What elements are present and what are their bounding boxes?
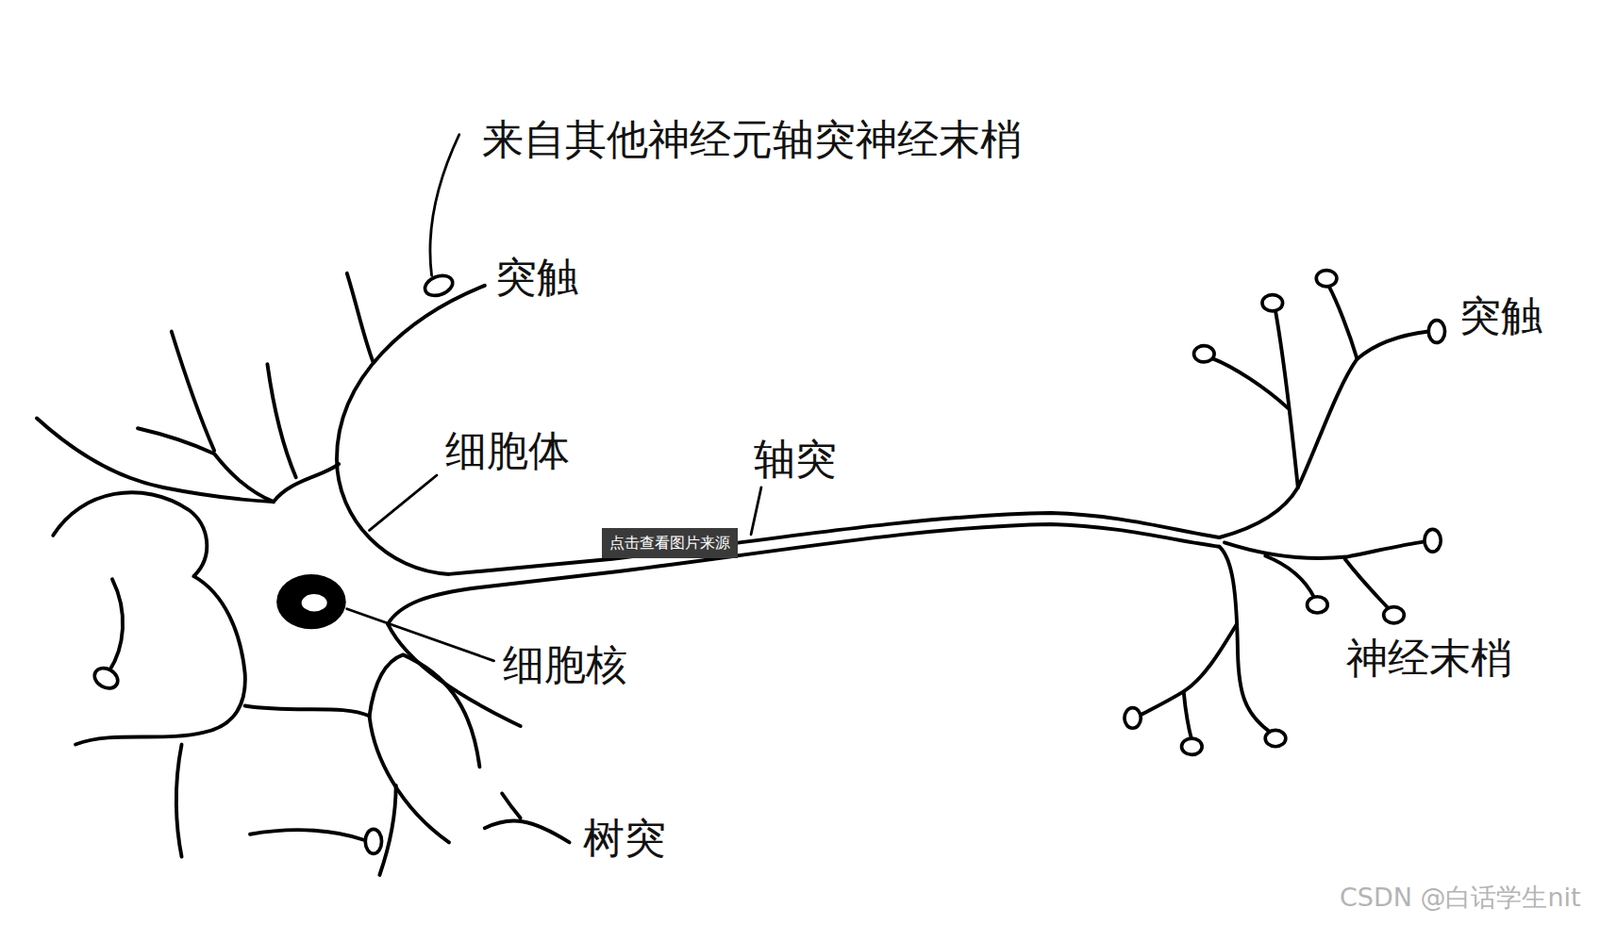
nerve-ending	[1265, 555, 1315, 598]
source-badge: 点击查看图片来源	[601, 528, 738, 559]
part-label: 突触	[1459, 293, 1543, 339]
synapse-knob	[1428, 320, 1445, 344]
nerve-ending	[1183, 691, 1193, 741]
watermark: CSDN @白话学生nit	[1339, 883, 1582, 913]
dendrite	[137, 428, 274, 502]
leader-line	[750, 487, 762, 535]
nerve-ending	[1328, 285, 1357, 360]
leader-line	[369, 475, 437, 531]
nerve-ending	[1138, 624, 1237, 717]
synapse-knob	[365, 829, 382, 854]
axon-membrane	[336, 285, 1220, 575]
dendrite	[176, 745, 183, 858]
dendrite	[347, 273, 374, 364]
dendrite	[36, 417, 274, 502]
nerve-ending	[1211, 358, 1288, 409]
axon-membrane	[387, 524, 1219, 625]
dendrite	[273, 464, 339, 502]
nerve-ending	[1219, 332, 1430, 538]
dendrite	[109, 579, 123, 671]
synapse-knob	[1307, 597, 1329, 614]
dendrite	[266, 364, 296, 478]
nerve-ending	[1224, 541, 1425, 559]
synapse-knob	[1316, 270, 1337, 287]
part-label: 细胞核	[502, 642, 628, 688]
dendrite	[245, 705, 370, 717]
dendrite	[250, 830, 366, 841]
part-label: 树突	[583, 816, 667, 862]
dendrite	[369, 716, 450, 843]
part-label: 突触	[495, 254, 579, 300]
nucleus	[276, 574, 347, 630]
synapse-knob	[1124, 708, 1141, 730]
synapse-knob	[1262, 295, 1284, 312]
dendrite	[75, 576, 246, 745]
dendrite	[171, 332, 215, 452]
synapse-knob	[422, 272, 456, 300]
dendrite	[52, 492, 207, 577]
synapse-knob	[1265, 730, 1286, 747]
leader-line	[347, 609, 495, 662]
dendrite	[501, 793, 520, 818]
synapse-knob	[1193, 346, 1215, 363]
part-label: 来自其他神经元轴突神经末梢	[482, 116, 1022, 163]
badge-text: 点击查看图片来源	[609, 533, 731, 552]
dendrite	[379, 785, 396, 876]
synapse-knob	[1182, 738, 1203, 755]
leader-line	[430, 134, 460, 276]
part-label: 神经末梢	[1346, 634, 1513, 681]
nerve-ending	[1345, 559, 1391, 611]
part-label: 细胞体	[445, 428, 570, 474]
synapse-knob	[90, 664, 121, 693]
dendrite	[484, 820, 570, 843]
synapse-knob	[1424, 529, 1441, 552]
synapse-knob	[1383, 607, 1405, 624]
nucleolus	[300, 592, 329, 614]
dendrite	[369, 654, 481, 767]
dendrite	[387, 624, 521, 727]
part-label: 轴突	[753, 436, 837, 483]
